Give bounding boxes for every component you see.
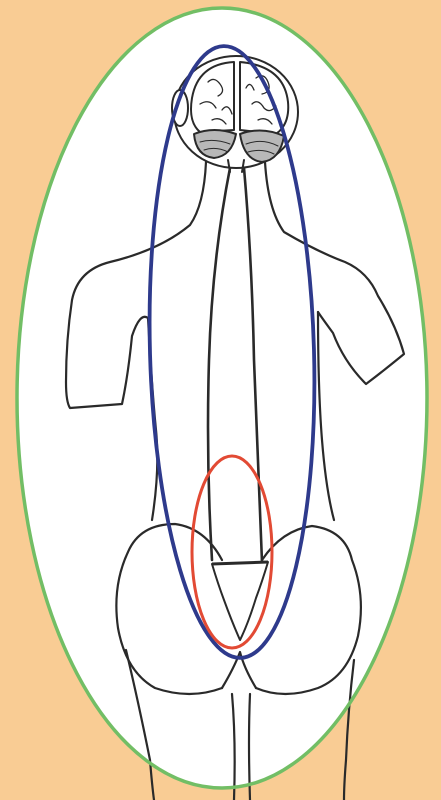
sacrum-top-edge bbox=[212, 562, 268, 564]
